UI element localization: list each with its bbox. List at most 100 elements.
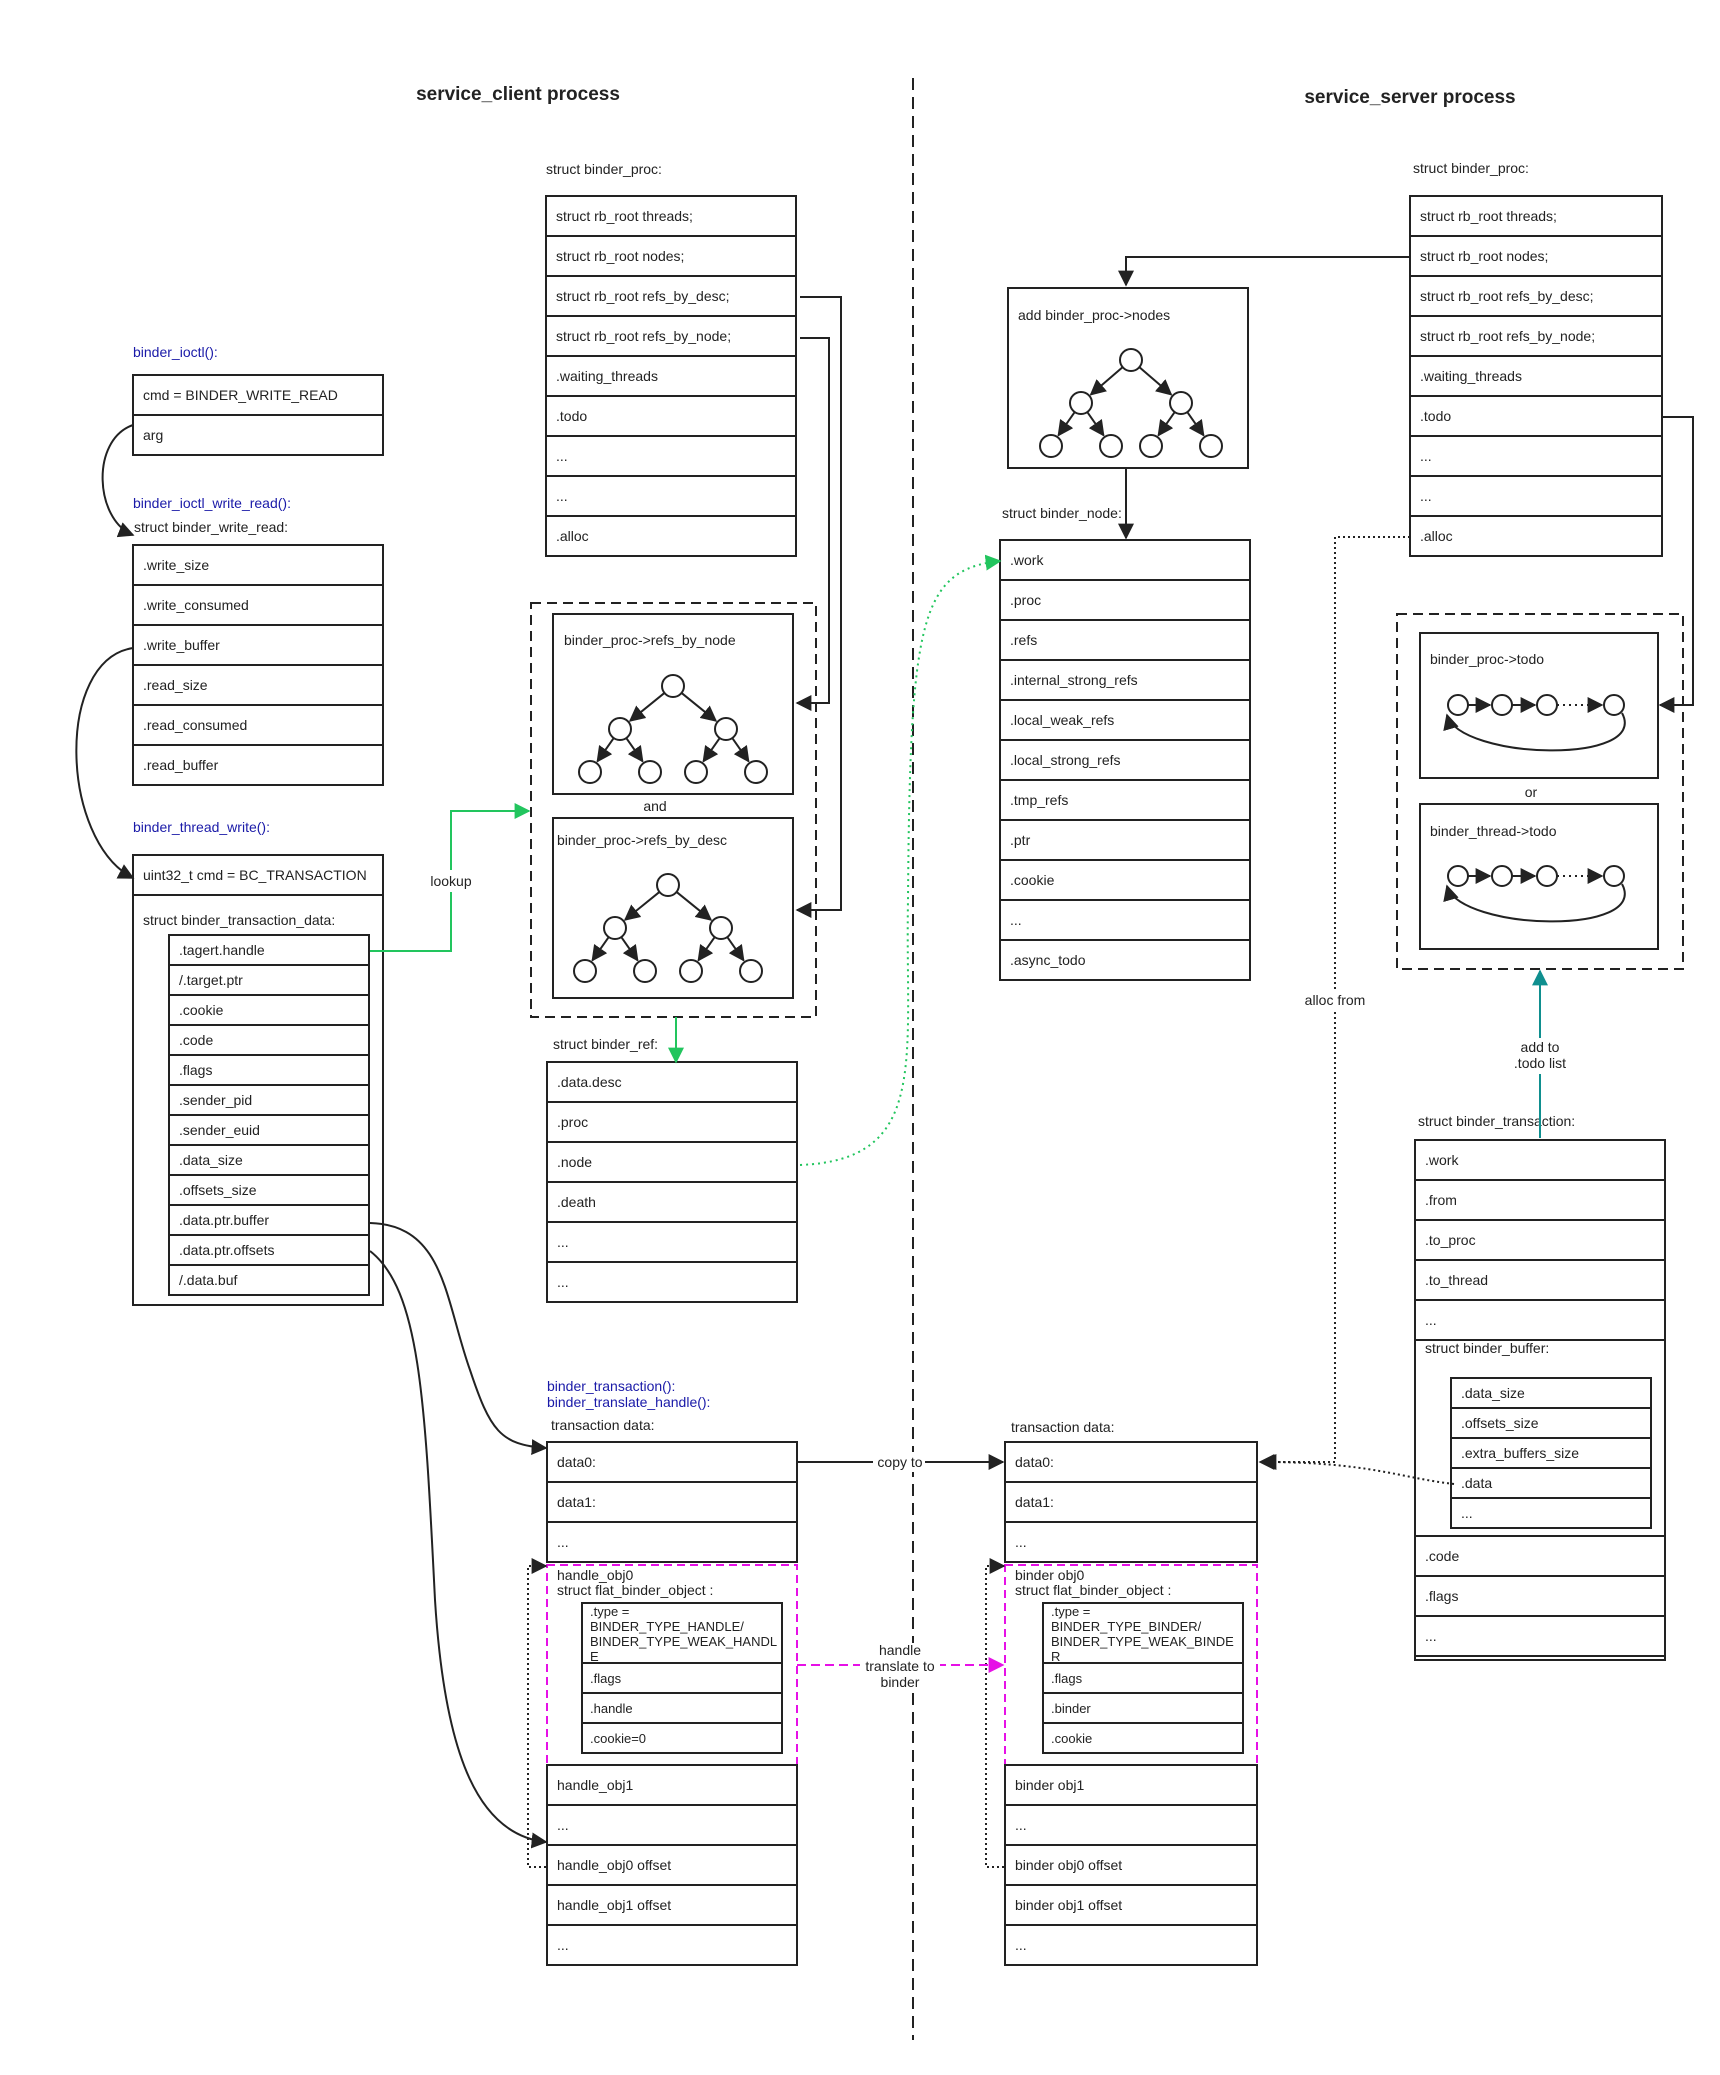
tree-node-4 <box>638 760 662 784</box>
txn-data-struct-label: struct binder_transaction_data: <box>143 912 335 928</box>
binder-node-row-3 <box>999 659 1251 701</box>
binder-ref-table: .data.desc.proc.node.death...... <box>546 1061 798 1303</box>
tree-edge <box>702 737 721 763</box>
binder-node-row-label-cookie: .cookie <box>1010 872 1055 888</box>
write-read-fn-label: binder_ioctl_write_read(): <box>133 495 291 511</box>
tree-edge <box>1138 366 1173 396</box>
copy-to-label: copy to <box>877 1454 922 1470</box>
tree-node-5 <box>679 959 703 983</box>
server-flat-obj-label: struct flat_binder_object : <box>1015 1582 1171 1598</box>
write-read-row-5 <box>132 744 384 786</box>
flat-type-line-0: .type = <box>590 1604 629 1619</box>
binder-txn-row-label-to-proc: .to_proc <box>1425 1232 1476 1248</box>
client-txn-bottom-row-1 <box>546 1804 798 1846</box>
binder-txn-row-after-label-code: .code <box>1425 1548 1459 1564</box>
handle-obj0-label: handle_obj0 <box>557 1567 634 1583</box>
client-txn-top-row-label-data0: data0: <box>557 1454 596 1470</box>
binder-transaction-table-rest: .code.flags... <box>1414 1535 1666 1657</box>
write-read-struct-label: struct binder_write_read: <box>134 519 288 535</box>
client-proc-row-6 <box>545 435 797 477</box>
tree-edge <box>675 891 713 921</box>
client-flat-obj-label: struct flat_binder_object : <box>557 1582 713 1598</box>
client-proc-row-4 <box>545 355 797 397</box>
client-txn-bottom-row-0 <box>546 1764 798 1806</box>
client-binder-proc-table: struct rb_root threads;struct rb_root no… <box>545 195 797 557</box>
client-proc-row-label-ellipsis: ... <box>556 448 568 464</box>
client-txn-top-row-2 <box>546 1521 798 1563</box>
todo-pointer <box>1658 416 1694 713</box>
tree-node-6 <box>1199 434 1223 458</box>
binder-node-row-5 <box>999 739 1251 781</box>
server-txn-bottom-row-1 <box>1004 1804 1258 1846</box>
txn-data-row-label-data-ptr-offsets: .data.ptr.offsets <box>179 1242 274 1258</box>
binder-ref-row-label-ellipsis: ... <box>557 1234 569 1250</box>
client-proc-row-5 <box>545 395 797 437</box>
txn-data-row-11 <box>168 1264 370 1296</box>
write-read-row-label-read-buffer: .read_buffer <box>143 757 219 773</box>
txn-data-row-label-data-ptr-buffer: .data.ptr.buffer <box>179 1212 269 1228</box>
binder-ref-row-label-data-desc: .data.desc <box>557 1074 622 1090</box>
binder-transaction-table: .work.from.to_proc.to_thread... <box>1414 1139 1666 1341</box>
binder-node-row-7 <box>999 819 1251 861</box>
binder-txn-row-label-ellipsis: ... <box>1425 1312 1437 1328</box>
server-txn-top-row-1 <box>1004 1481 1258 1523</box>
server-txn-bottom-row-label-binder-obj1: binder obj1 <box>1015 1777 1084 1793</box>
refs-by-desc-label: binder_proc->refs_by_desc <box>557 832 727 848</box>
tree-edge <box>620 936 639 962</box>
alloc-from-label: alloc from <box>1305 992 1366 1008</box>
binder-node-row-2 <box>999 619 1251 661</box>
binder-buffer-table: .data_size.offsets_size.extra_buffers_si… <box>1450 1377 1652 1529</box>
list-wrap-link <box>1443 712 1626 752</box>
thread-todo-label: binder_thread->todo <box>1430 823 1557 839</box>
server-txn-top-row-label-data0: data0: <box>1015 1454 1054 1470</box>
add-nodes-label: add binder_proc->nodes <box>1018 307 1170 323</box>
refs-by-node-pointer <box>795 337 830 711</box>
flat-type-line-2: BINDER_TYPE_WEAK_HANDL <box>590 1634 777 1649</box>
binder-ref-row-label-ellipsis: ... <box>557 1274 569 1290</box>
server-proc-row-label-struct-rb-root-threads: struct rb_root threads; <box>1420 208 1557 224</box>
binder-transaction-data-table: .tagert.handle/.target.ptr.cookie.code.f… <box>168 934 370 1296</box>
tree-edge <box>591 936 610 962</box>
buffer-pointer-arrow <box>369 1222 548 1456</box>
bc-transaction-cmd: uint32_t cmd = BC_TRANSACTION <box>143 867 367 883</box>
server-proc-row-label-todo: .todo <box>1420 408 1451 424</box>
binder-txn-row-0 <box>1414 1139 1666 1181</box>
flat-type-cell <box>581 1602 783 1664</box>
binder-txn-row-4 <box>1414 1299 1666 1341</box>
tree-node-3 <box>573 959 597 983</box>
binder-node-row-label-async-todo: .async_todo <box>1010 952 1086 968</box>
binder-txn-row-label-from: .from <box>1425 1192 1457 1208</box>
translate-label-3: binder <box>881 1674 920 1690</box>
list-wrap-link <box>1443 883 1626 923</box>
binder-node-row-label-local-weak-refs: .local_weak_refs <box>1010 712 1114 728</box>
binder-txn-row-label-to-thread: .to_thread <box>1425 1272 1488 1288</box>
binder-buffer-row-4 <box>1450 1497 1652 1529</box>
tree-edge <box>1089 366 1124 396</box>
client-proc-row-3 <box>545 315 797 357</box>
client-proc-row-8 <box>545 515 797 557</box>
server-proc-row-label-waiting-threads: .waiting_threads <box>1420 368 1522 384</box>
tree-node-0 <box>661 674 685 698</box>
list-node-1 <box>1491 694 1513 716</box>
flat-type-cell <box>1042 1602 1244 1664</box>
binder-node-struct-label: struct binder_node: <box>1002 505 1122 521</box>
binder-txn-row-after-0 <box>1414 1535 1666 1577</box>
client-txn-bottom-row-2 <box>546 1844 798 1886</box>
server-txn-bottom-row-label-ellipsis: ... <box>1015 1817 1027 1833</box>
server-txn-bottom-row-3 <box>1004 1884 1258 1926</box>
client-txn-bottom-row-label-ellipsis: ... <box>557 1937 569 1953</box>
flat-row-label-cookie: .cookie <box>1051 1731 1092 1746</box>
list-node-2 <box>1536 865 1558 887</box>
flat-type-line-1: BINDER_TYPE_BINDER/ <box>1051 1619 1202 1634</box>
client-txn-top-row-label-data1: data1: <box>557 1494 596 1510</box>
refs-by-node-label: binder_proc->refs_by_node <box>564 632 736 648</box>
tree-edge <box>625 737 644 763</box>
binder-buffer-row-label-data-size: .data_size <box>1461 1385 1525 1401</box>
client-txn-bottom-row-label-handle-obj0-offset: handle_obj0 offset <box>557 1857 671 1873</box>
flat-row-2 <box>581 1722 783 1754</box>
txn-data-row-label-data-size: .data_size <box>179 1152 243 1168</box>
server-offset-pointer <box>985 1558 1006 1868</box>
server-proc-row-label-ellipsis: ... <box>1420 448 1432 464</box>
